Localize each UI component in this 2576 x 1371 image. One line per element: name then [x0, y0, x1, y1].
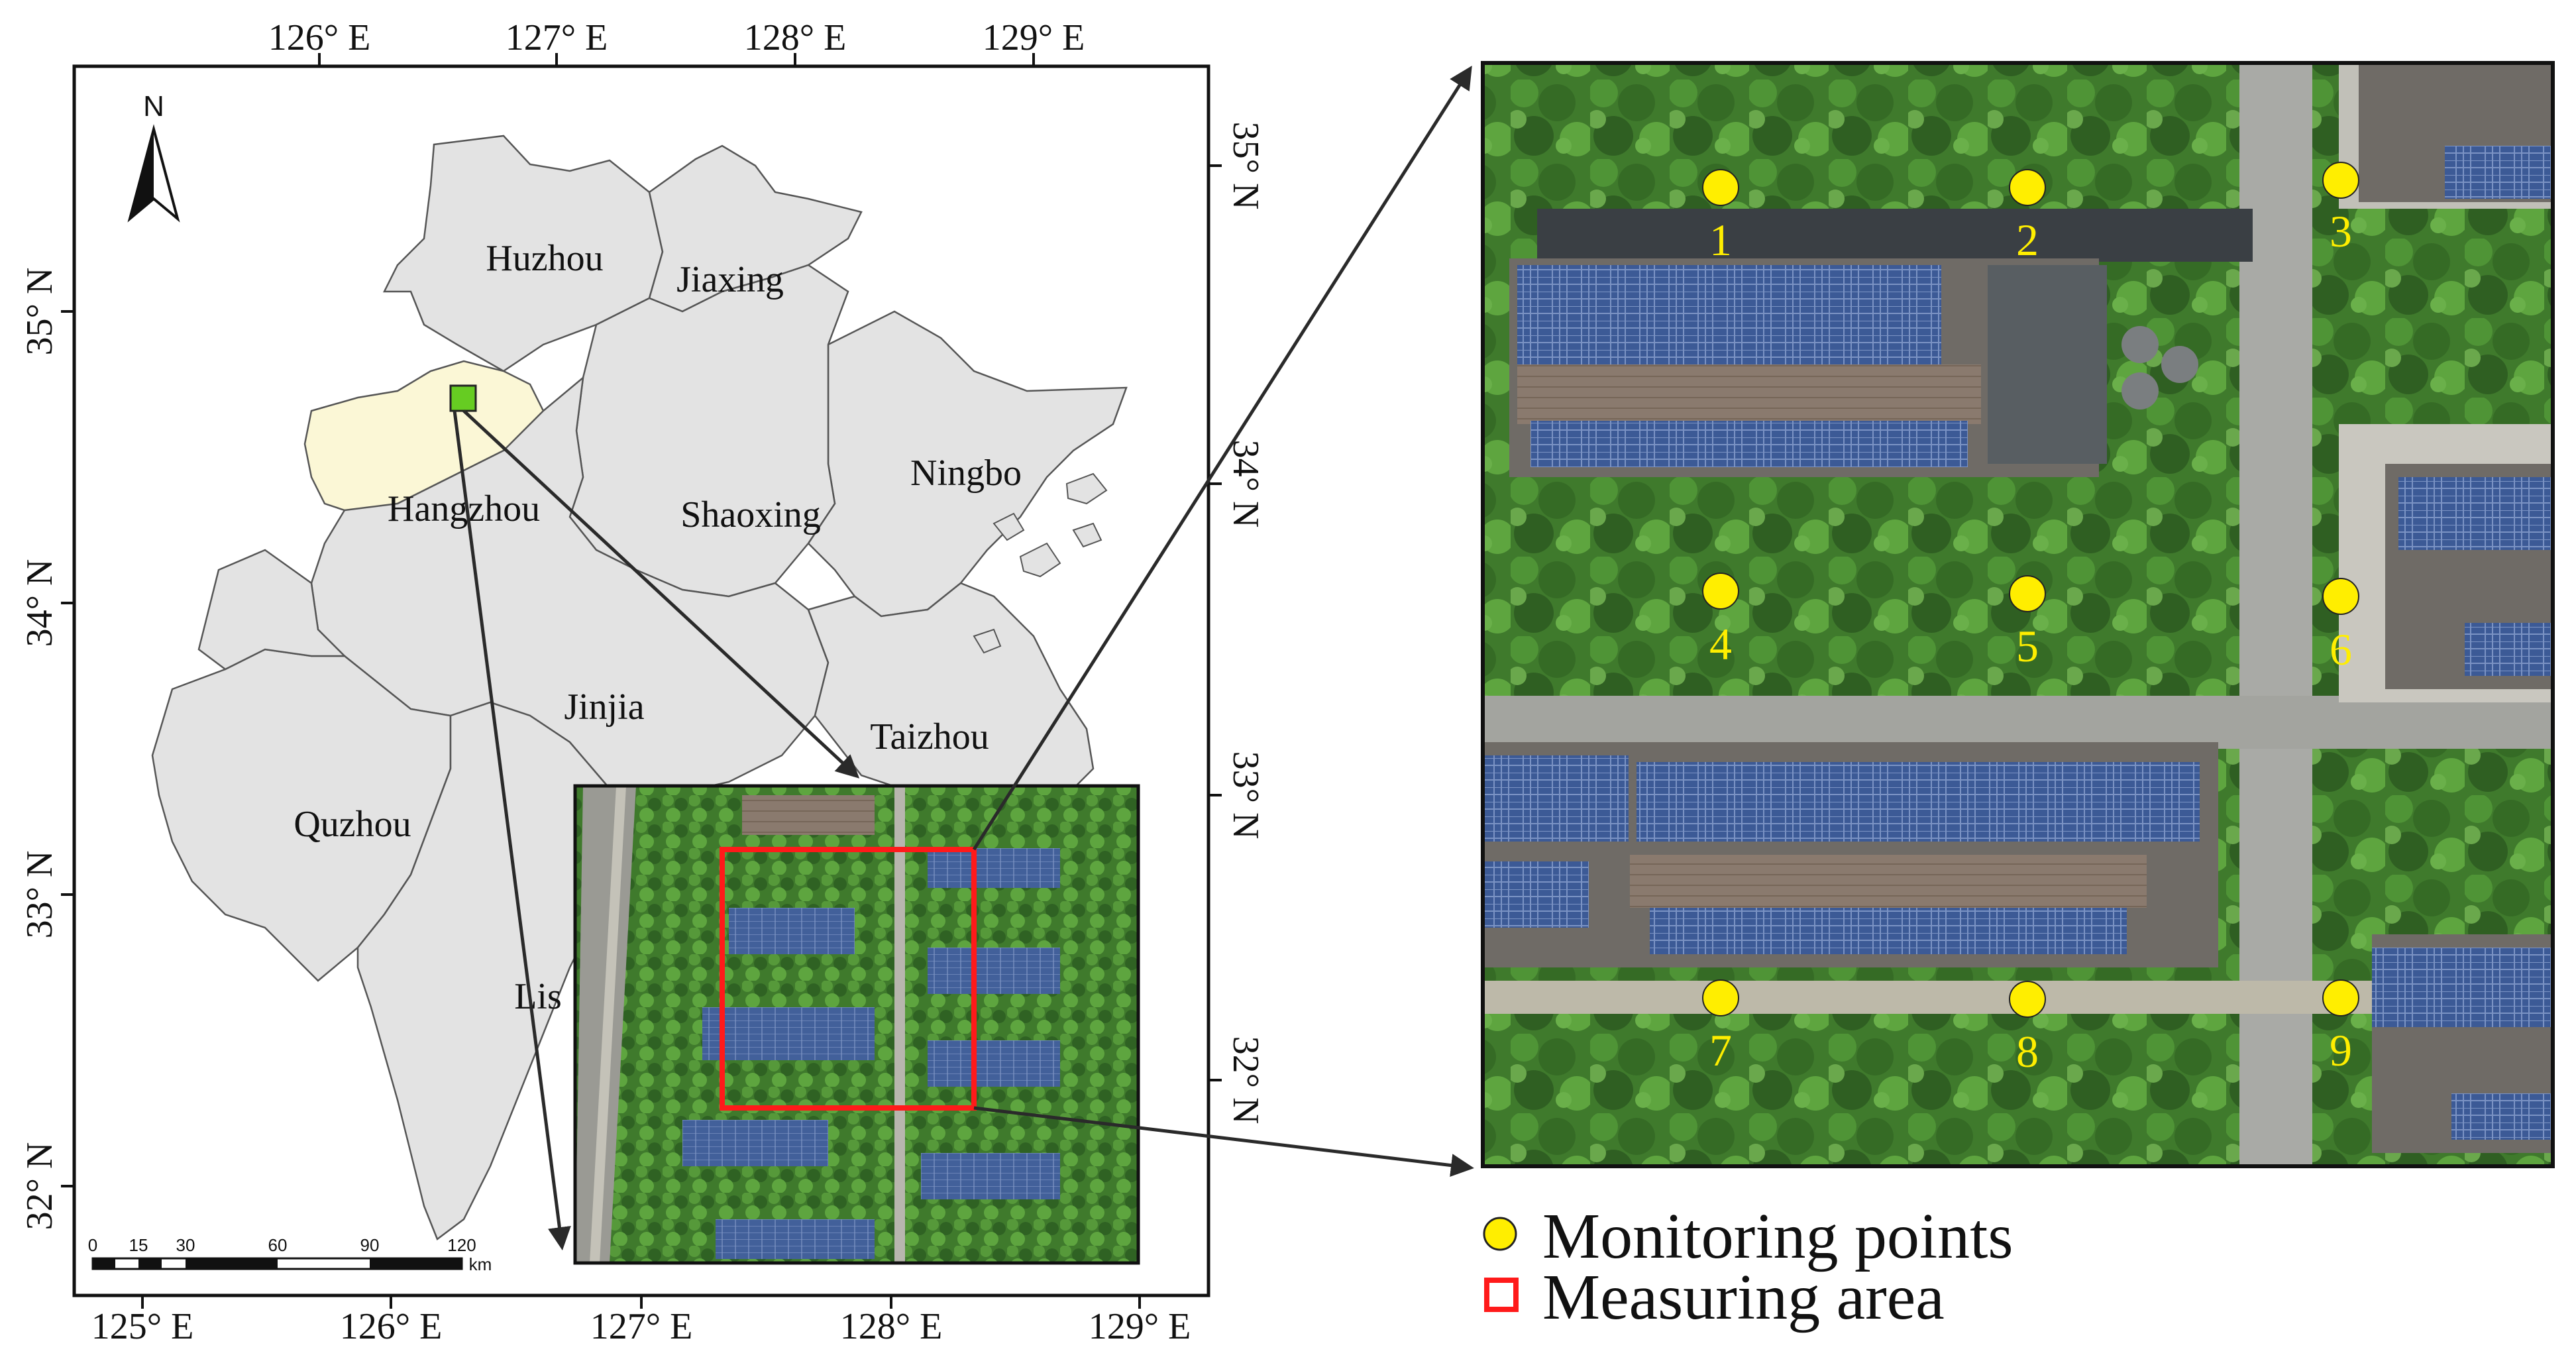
- arrow-to-zoom-top: [972, 66, 1472, 851]
- region-label-jinjia: Jinjia: [564, 686, 644, 728]
- monitoring-point: 3: [2322, 162, 2359, 256]
- monitoring-point: 6: [2322, 578, 2359, 675]
- legend: Monitoring points Measuring area: [1483, 1201, 2013, 1333]
- bottom-tick-label: 128° E: [840, 1306, 943, 1347]
- arrow-to-inset-right: [462, 410, 860, 779]
- north-arrow-label: N: [143, 90, 164, 123]
- scale-tick: 15: [129, 1235, 148, 1255]
- arrow-to-zoom-bottom: [973, 1106, 1474, 1178]
- left-tick-label: 35° N: [19, 268, 60, 356]
- axis-labels: 126° E 127° E 128° E 129° E 125° E 126° …: [19, 17, 1266, 1347]
- region-labels: Huzhou Jiaxing Hangzhou Shaoxing Ningbo …: [294, 238, 1022, 1017]
- monitoring-points: 1 2 3 4 5 6 7: [1702, 162, 2359, 1077]
- scale-tick: 60: [268, 1235, 288, 1255]
- inset-frame: [573, 784, 1140, 1265]
- scale-tick: 90: [360, 1235, 380, 1255]
- point-label: 3: [2330, 206, 2352, 256]
- left-tick-label: 32° N: [19, 1142, 60, 1231]
- left-map-panel: Huzhou Jiaxing Hangzhou Shaoxing Ningbo …: [19, 17, 1266, 1347]
- point-label: 1: [1709, 215, 1732, 265]
- point-label: 9: [2330, 1025, 2352, 1075]
- region-label-quzhou: Quzhou: [294, 804, 411, 845]
- point-label: 8: [2016, 1026, 2039, 1077]
- bottom-tick-label: 129° E: [1089, 1306, 1191, 1347]
- left-tick-label: 33° N: [19, 851, 60, 939]
- region-label-jiaxing: Jiaxing: [676, 259, 784, 300]
- bottom-tick-label: 126° E: [340, 1306, 443, 1347]
- top-tick-label: 129° E: [983, 17, 1085, 58]
- right-tick-label: 35° N: [1225, 122, 1266, 210]
- scale-bar: 0 15 30 60 90 120 km: [88, 1235, 492, 1274]
- top-tick-label: 128° E: [744, 17, 847, 58]
- monitoring-point: 4: [1702, 573, 1739, 669]
- point-label: 7: [1709, 1025, 1732, 1075]
- islands: [973, 472, 1108, 654]
- right-tick-label: 34° N: [1225, 440, 1266, 528]
- frame-ticks: [61, 53, 1222, 1309]
- right-tick-label: 32° N: [1225, 1036, 1266, 1124]
- province-map: [151, 135, 1128, 1240]
- region-label-lishui: Lis: [514, 976, 562, 1017]
- inset-aerial-image: [575, 786, 1138, 1263]
- point-label: 6: [2330, 624, 2352, 675]
- connector-arrows: [453, 66, 1474, 1250]
- legend-monitoring-label: Monitoring points: [1542, 1201, 2013, 1272]
- scale-tick: 0: [88, 1235, 97, 1255]
- top-tick-label: 127° E: [506, 17, 608, 58]
- monitoring-point: 7: [1702, 979, 1739, 1075]
- bottom-tick-label: 125° E: [91, 1306, 194, 1347]
- legend-area-symbol: [1484, 1278, 1519, 1312]
- region-label-huzhou: Huzhou: [486, 238, 603, 279]
- zoom-frame: [1481, 61, 2555, 1168]
- north-arrow: N: [127, 90, 180, 223]
- region-label-ningbo: Ningbo: [910, 453, 1022, 494]
- legend-point-symbol: [1483, 1217, 1517, 1251]
- point-label: 5: [2016, 621, 2039, 671]
- monitoring-point: 1: [1702, 169, 1739, 265]
- monitoring-point: 5: [2009, 575, 2046, 671]
- right-tick-label: 33° N: [1225, 751, 1266, 840]
- region-label-taizhou: Taizhou: [870, 716, 989, 757]
- point-label: 4: [1709, 619, 1732, 669]
- arrow-to-inset-left: [453, 410, 571, 1250]
- top-tick-label: 126° E: [268, 17, 371, 58]
- region-outer-west: [197, 549, 347, 671]
- scale-tick: 30: [176, 1235, 195, 1255]
- legend-measuring-label: Measuring area: [1542, 1262, 1945, 1333]
- monitoring-point: 9: [2322, 979, 2359, 1075]
- point-label: 2: [2016, 215, 2039, 265]
- measuring-area-box: [720, 847, 977, 1111]
- monitoring-point: 8: [2009, 981, 2046, 1077]
- left-tick-label: 34° N: [19, 559, 60, 647]
- scale-unit: km: [469, 1254, 492, 1274]
- region-label-shaoxing: Shaoxing: [680, 494, 821, 535]
- bottom-tick-label: 127° E: [590, 1306, 693, 1347]
- study-site-marker: [449, 384, 477, 412]
- monitoring-point: 2: [2009, 169, 2046, 265]
- zoomed-aerial-panel: 1 2 3 4 5 6 7: [1481, 61, 2555, 1168]
- region-huzhou: [382, 135, 664, 372]
- scale-tick: 120: [447, 1235, 476, 1255]
